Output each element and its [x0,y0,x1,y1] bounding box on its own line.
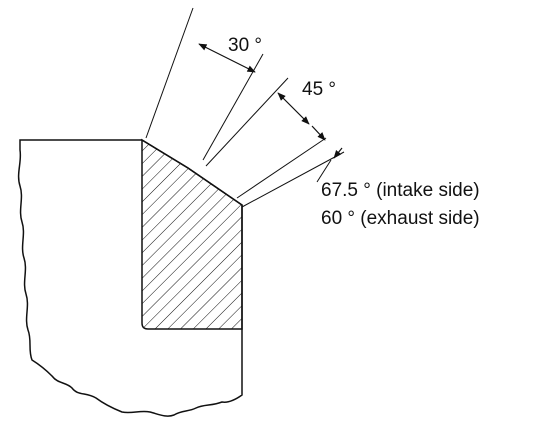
leader-line [316,159,332,183]
angle-45-label: 45 ° [302,79,336,100]
angle-30-label: 30 ° [228,35,262,56]
dimension-arrows [198,43,343,159]
cylinder-head-outline [17,139,243,417]
extension-lines [145,7,345,208]
angle-intake-label: 67.5 ° (intake side) [321,180,480,201]
valve-seat-insert [141,138,243,330]
angle-exhaust-label: 60 ° (exhaust side) [321,208,480,229]
